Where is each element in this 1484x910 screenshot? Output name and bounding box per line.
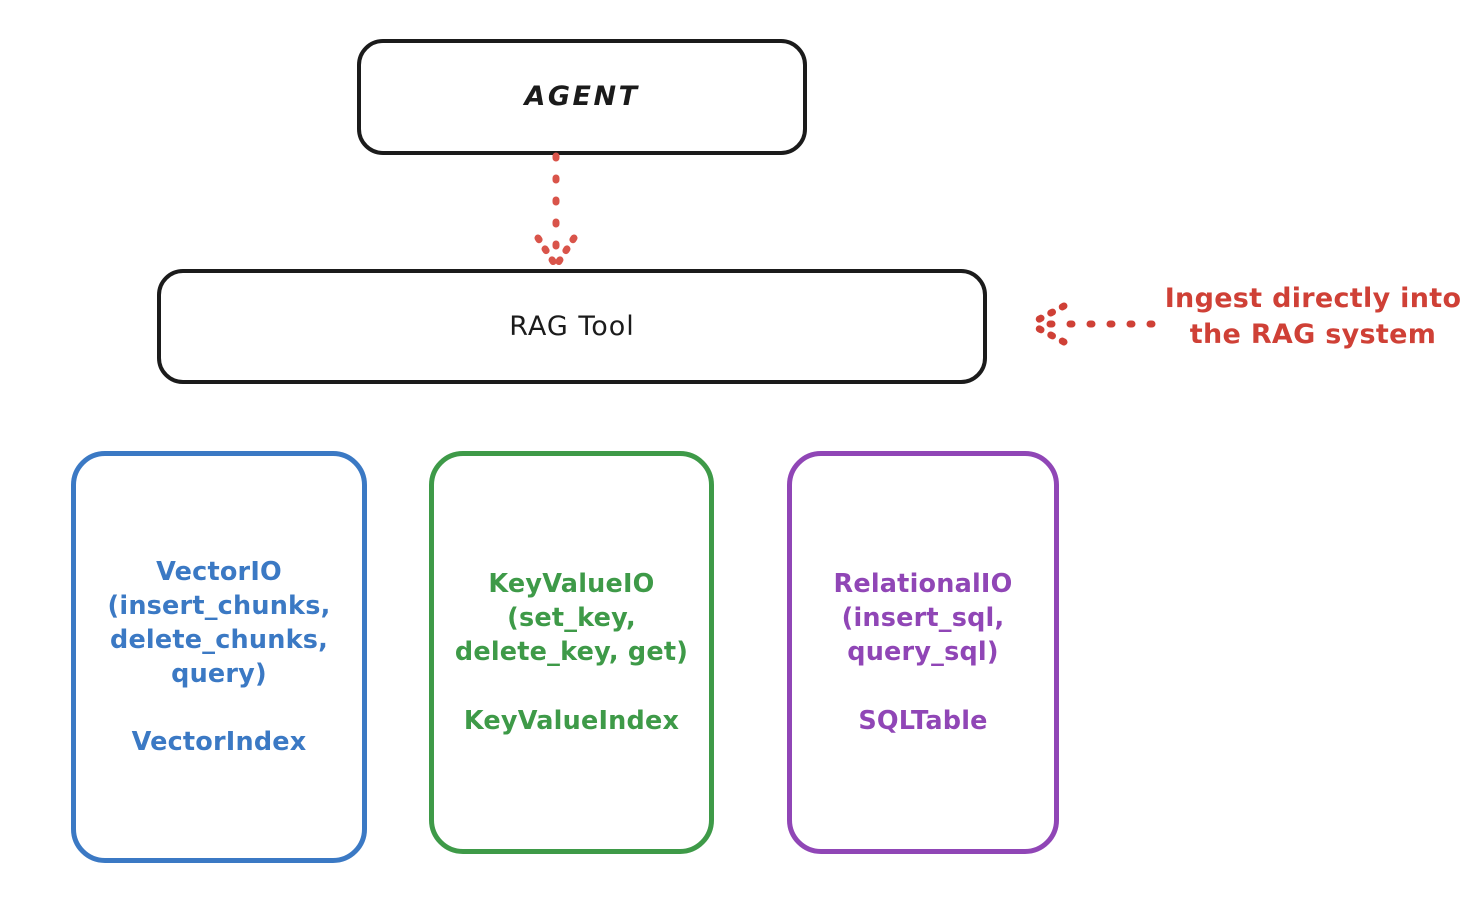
node-agent-label: AGENT bbox=[524, 81, 640, 113]
node-relational-io-label: RelationalIO (insert_sql, query_sql) SQL… bbox=[833, 569, 1013, 736]
node-relational-io[interactable]: RelationalIO (insert_sql, query_sql) SQL… bbox=[787, 451, 1059, 854]
node-vector-io-label: VectorIO (insert_chunks, delete_chunks, … bbox=[107, 556, 331, 758]
node-key-value-io-label: KeyValueIO (set_key, delete_key, get) Ke… bbox=[454, 569, 689, 736]
node-key-value-io[interactable]: KeyValueIO (set_key, delete_key, get) Ke… bbox=[429, 451, 714, 854]
ingest-arrow-icon bbox=[1026, 302, 1156, 346]
connector-agent-to-rag-tool-icon bbox=[534, 152, 578, 270]
node-vector-io[interactable]: VectorIO (insert_chunks, delete_chunks, … bbox=[71, 451, 367, 863]
annotation-ingest-label: Ingest directly into the RAG system bbox=[1164, 283, 1462, 350]
arrowhead-dotted bbox=[534, 234, 578, 270]
node-rag-tool[interactable]: RAG Tool bbox=[157, 269, 987, 384]
node-rag-tool-label: RAG Tool bbox=[509, 310, 635, 342]
node-agent[interactable]: AGENT bbox=[357, 39, 807, 155]
